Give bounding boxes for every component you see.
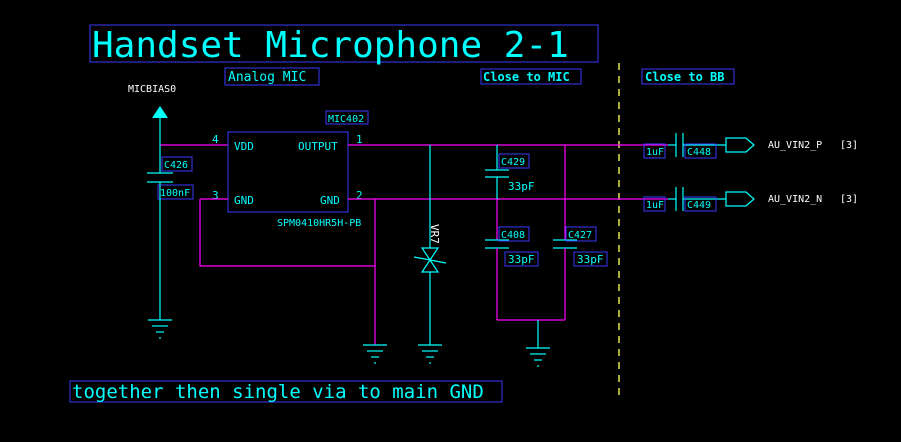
ic-pin-vdd: VDD (234, 140, 254, 153)
port-arrow-p-icon (725, 137, 755, 153)
c449-ref-frame (684, 196, 717, 212)
footer-note-frame (69, 380, 503, 403)
ic-body (227, 131, 349, 213)
vr7-diode-upper-icon (420, 247, 440, 262)
port-arrow-n-icon (725, 191, 755, 207)
net-sheet-ref-p: [3] (840, 140, 858, 151)
ic-pin-number-1: 1 (356, 133, 363, 146)
subtitle-label: Analog MIC (228, 70, 306, 85)
ic-pin-number-4: 4 (212, 133, 219, 146)
c427-ref-frame (565, 226, 597, 242)
ic-pin-gnd-left: GND (234, 194, 254, 207)
c449-value: 1uF (646, 200, 664, 211)
c426-ref: C426 (164, 160, 188, 171)
c427-value: 33pF (577, 253, 604, 266)
section-left-frame (480, 68, 582, 85)
ic-ref: MIC402 (328, 114, 364, 125)
vr7-diode-lower-icon (420, 258, 440, 273)
subtitle-frame (224, 67, 320, 86)
section-right-frame (641, 68, 735, 85)
c449-ref: C449 (687, 200, 711, 211)
c427-ref: C427 (568, 230, 592, 241)
ic-ref-frame (325, 110, 369, 125)
diagram-title: Handset Microphone 2-1 (92, 25, 569, 66)
c448-value-frame (643, 143, 666, 159)
ic-pin-output: OUTPUT (298, 140, 338, 153)
net-label-n: AU_VIN2_N (768, 194, 822, 205)
c448-ref-frame (684, 143, 717, 159)
c449-value-frame (643, 196, 666, 212)
c427-value-frame (573, 251, 608, 267)
c408-value-frame (504, 251, 539, 267)
c408-value: 33pF (508, 253, 535, 266)
ic-pin-number-2: 2 (356, 189, 363, 202)
c429-value: 33pF (508, 180, 535, 193)
c426-value: 100nF (160, 188, 190, 199)
title-frame (89, 24, 599, 63)
section-label-close-to-mic: Close to MIC (483, 70, 570, 84)
c448-value: 1uF (646, 147, 664, 158)
power-net-label: MICBIAS0 (128, 84, 176, 95)
c448-ref: C448 (687, 147, 711, 158)
c408-ref: C408 (501, 230, 525, 241)
ic-part-number: SPM0410HR5H-PB (277, 218, 361, 229)
footer-note: together then single via to main GND (72, 381, 484, 403)
c429-ref: C429 (501, 157, 525, 168)
ic-pin-gnd-right: GND (320, 194, 340, 207)
net-label-p: AU_VIN2_P (768, 140, 822, 151)
c426-value-frame (157, 184, 194, 200)
power-arrow-icon (152, 106, 168, 118)
net-sheet-ref-n: [3] (840, 194, 858, 205)
section-label-close-to-bb: Close to BB (645, 70, 724, 84)
vr7-ref: VR7 (428, 224, 441, 244)
c429-ref-frame (498, 153, 530, 169)
c426-ref-frame (161, 156, 193, 172)
wire-gnd-loop (199, 199, 375, 267)
vr7-bar (413, 256, 447, 264)
ic-pin-number-3: 3 (212, 189, 219, 202)
c408-ref-frame (498, 226, 530, 242)
